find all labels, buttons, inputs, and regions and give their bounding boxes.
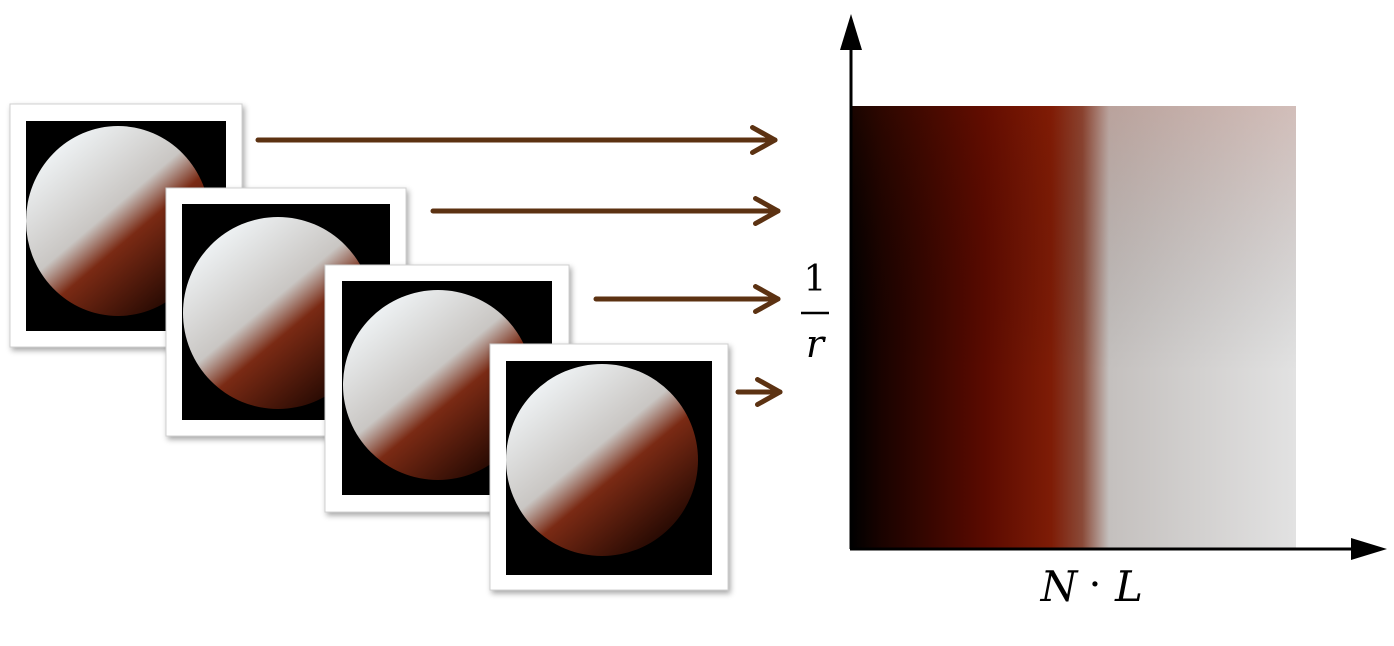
x-label-left: N bbox=[1040, 562, 1079, 611]
x-label-operator: · bbox=[1089, 562, 1102, 608]
x-label-right: L bbox=[1114, 562, 1143, 611]
x-axis-label: N · L bbox=[1040, 562, 1143, 611]
lookup-map bbox=[851, 106, 1296, 548]
sphere bbox=[26, 126, 210, 316]
x-axis-arrowhead bbox=[1351, 538, 1387, 560]
y-label-numerator: 1 bbox=[804, 259, 827, 300]
input-image-stack bbox=[9, 103, 729, 591]
sphere bbox=[343, 290, 533, 480]
sphere bbox=[506, 364, 698, 556]
mapping-arrows bbox=[255, 125, 783, 407]
y-axis-label: 1 r bbox=[801, 259, 829, 366]
axes bbox=[840, 14, 1387, 560]
input-image-4 bbox=[489, 343, 729, 591]
lookup-map-top-tint bbox=[851, 106, 1296, 548]
y-axis-arrowhead bbox=[840, 14, 862, 50]
y-label-denominator: r bbox=[806, 322, 827, 366]
